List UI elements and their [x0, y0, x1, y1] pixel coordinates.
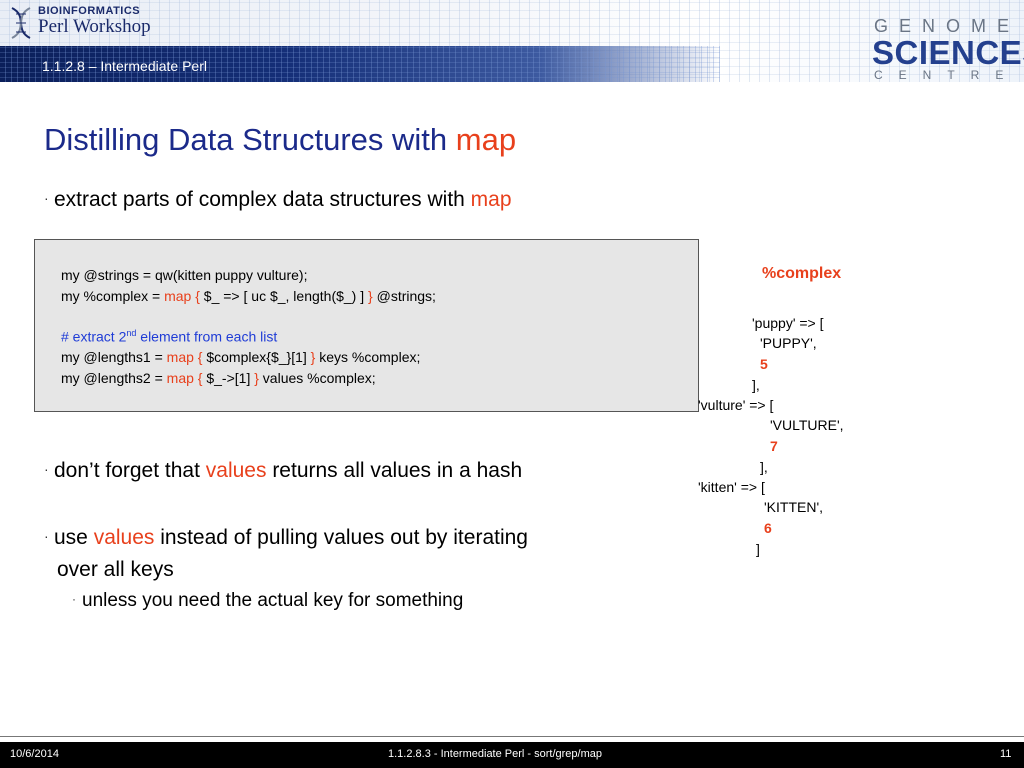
- code-text: $complex{$_}[1]: [206, 349, 311, 365]
- bullet-dot: ·: [44, 528, 49, 544]
- slide-footer: [0, 742, 1024, 768]
- dump-kitten-key: 'kitten' => [: [698, 479, 765, 495]
- code-text: my %complex =: [61, 288, 165, 304]
- brand-centre: CENTRE: [874, 68, 1020, 82]
- code-text: $_->[1]: [206, 370, 255, 386]
- brand-genome: GENOME: [874, 16, 1021, 36]
- genome-sciences-centre-logo: GENOME SCIENCES CENTRE: [870, 16, 1024, 84]
- dump-vulture-key: 'vulture' => [: [698, 397, 774, 413]
- bullet-keyword: map: [470, 188, 512, 211]
- code-brace: {: [193, 349, 207, 365]
- comment-text: element from each list: [136, 328, 278, 345]
- code-brace: {: [191, 288, 204, 304]
- dna-icon: [11, 7, 31, 39]
- code-map-keyword: map: [166, 349, 194, 365]
- code-line-lengths2: my @lengths2 = map { $_->[1] } values %c…: [61, 370, 376, 386]
- course-label: 1.1.2.8 – Intermediate Perl: [42, 58, 207, 74]
- bullet-text: extract parts of complex data structures…: [54, 188, 471, 211]
- bullet-text: don’t forget that: [54, 459, 206, 482]
- code-map-keyword: map: [166, 370, 194, 386]
- brand-sciences: SCIENCES: [872, 34, 1024, 71]
- code-text: my @lengths2 =: [61, 370, 167, 386]
- dump-vulture-string: 'VULTURE',: [770, 417, 844, 433]
- footer-course: 1.1.2.8.3 - Intermediate Perl - sort/gre…: [388, 748, 602, 760]
- title-keyword: map: [455, 122, 517, 157]
- dump-puppy-string: 'PUPPY',: [760, 335, 817, 351]
- footer-divider: [0, 736, 1024, 737]
- workshop-logo: BIOINFORMATICS Perl Workshop: [4, 2, 169, 46]
- bullet-dot: ·: [44, 190, 49, 206]
- comment-superscript: nd: [126, 328, 137, 338]
- logo-perl-workshop-text: Perl Workshop: [38, 16, 151, 37]
- dump-puppy-length: 5: [760, 356, 768, 372]
- footer-date: 10/6/2014: [10, 748, 59, 760]
- bullet-text: returns all values in a hash: [266, 459, 523, 482]
- dump-close-bracket: ],: [752, 377, 760, 393]
- header-dark-band: [0, 46, 720, 82]
- bullet-use-values: · use values instead of pulling values ou…: [44, 526, 528, 550]
- bullet-values: · don’t forget that values returns all va…: [44, 459, 522, 483]
- sub-bullet-key: · unless you need the actual key for some…: [72, 590, 463, 612]
- code-brace: }: [310, 349, 316, 365]
- bullet-keyword: values: [205, 459, 267, 482]
- code-line-strings: my @strings = qw(kitten puppy vulture);: [61, 267, 308, 283]
- bullet-extract: · extract parts of complex data structure…: [44, 188, 512, 212]
- bullet-dot: ·: [44, 461, 49, 477]
- logo-bioinformatics-text: BIOINFORMATICS: [38, 5, 141, 17]
- code-text: $_ => [ uc $_, length($_) ]: [203, 288, 369, 304]
- code-line-complex: my %complex = map { $_ => [ uc $_, lengt…: [61, 288, 436, 304]
- code-comment: # extract 2nd element from each list: [61, 328, 277, 345]
- dump-close-bracket: ]: [756, 541, 760, 557]
- dump-kitten-string: 'KITTEN',: [764, 499, 824, 515]
- bullet-text: use: [54, 526, 94, 549]
- code-brace: }: [254, 370, 259, 386]
- code-text: keys %complex;: [315, 349, 421, 365]
- code-text: @strings;: [372, 288, 436, 304]
- title-text: Distilling Data Structures with: [44, 122, 456, 157]
- code-text: values %complex;: [258, 370, 376, 386]
- comment-text: # extract 2: [61, 328, 127, 345]
- bullet-text: instead of pulling values out by iterati…: [154, 526, 528, 549]
- dump-kitten-length: 6: [764, 520, 772, 536]
- code-brace: {: [193, 370, 207, 386]
- complex-dump-title: %complex: [762, 265, 842, 282]
- dump-vulture-length: 7: [770, 438, 778, 454]
- sub-bullet-dot: ·: [72, 592, 76, 606]
- code-brace: }: [368, 288, 373, 304]
- bullet-keyword: values: [93, 526, 155, 549]
- code-line-lengths1: my @lengths1 = map { $complex{$_}[1] } k…: [61, 349, 420, 365]
- dump-puppy-key: 'puppy' => [: [752, 315, 824, 331]
- code-box: [34, 239, 699, 412]
- bullet-use-values-line2: over all keys: [57, 558, 174, 581]
- dump-close-bracket: ],: [760, 459, 768, 475]
- code-map-keyword: map: [164, 288, 192, 304]
- slide-title: Distilling Data Structures with map: [44, 122, 516, 158]
- footer-page-number: 11: [1000, 748, 1012, 760]
- sub-bullet-text: unless you need the actual key for somet…: [82, 590, 464, 611]
- slide-header: BIOINFORMATICS Perl Workshop 1.1.2.8 – I…: [0, 0, 1024, 95]
- code-text: my @lengths1 =: [61, 349, 167, 365]
